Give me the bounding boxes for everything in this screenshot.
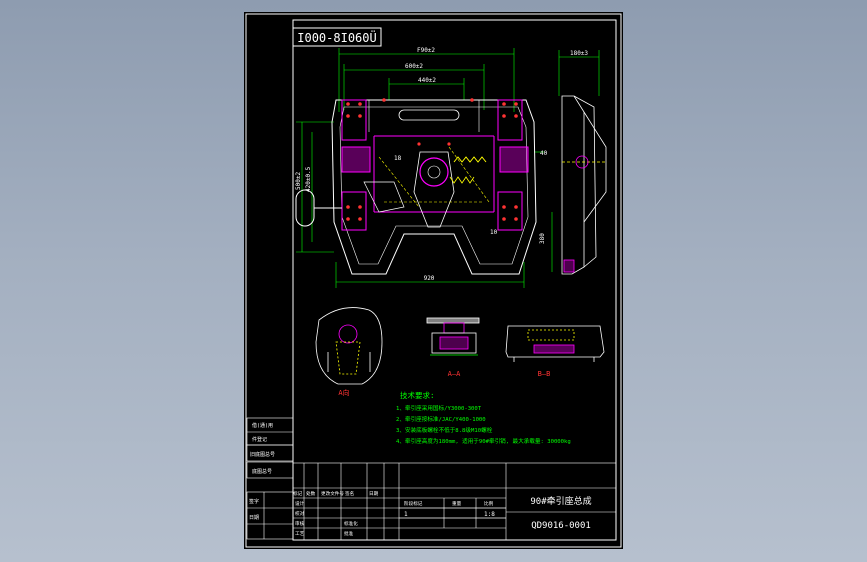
left-label: 底图总号	[252, 468, 272, 475]
drawing-sheet: I000-8I060Ü	[244, 12, 623, 549]
sign-label: 更改文件号	[321, 490, 344, 497]
scale-value: 1:8	[484, 511, 495, 518]
quantity-value: 1	[404, 511, 408, 518]
dim-side-bottom: 380	[539, 233, 546, 244]
drawing-number: QD9016-0001	[531, 521, 591, 531]
role-label: 审核	[295, 520, 305, 527]
dim-left-inner: 420±0.5	[305, 166, 312, 192]
dim-mid-small: 18	[394, 155, 402, 162]
dim-top-overall: F90±2	[417, 47, 435, 54]
sign-label: 处数	[306, 490, 316, 497]
left-label: 件登记	[252, 436, 267, 443]
code-box-text: I000-8I060Ü	[297, 29, 376, 45]
role-label: 设计	[295, 500, 305, 507]
sign-label: 签名	[345, 490, 354, 497]
dimension-lines	[296, 48, 600, 288]
role-label: 校对	[295, 510, 305, 517]
mid-header: 重量	[452, 500, 462, 507]
label-a-view: A向	[338, 388, 349, 397]
left-label: 旧底图总号	[250, 451, 275, 458]
main-plan-view: F90±2 600±2 440±2 180±3 920 18 10 40 380…	[295, 47, 600, 288]
tech-req-item: 1、牵引座采用国标/Y3000-300T	[396, 404, 482, 412]
dim-top-inner: 440±2	[418, 77, 436, 84]
tech-req-item: 4、牵引座高度为180mm, 适用于90#牵引销, 最大承载量: 30000kg	[396, 437, 571, 445]
dim-left-outer: 500±2	[295, 172, 302, 190]
code-box	[292, 27, 382, 47]
label-bb-section: B—B	[538, 370, 551, 378]
mid-header: 比例	[484, 500, 494, 507]
left-label: 日期	[249, 515, 259, 521]
bb-section	[505, 325, 605, 362]
outer-frame	[245, 13, 622, 548]
inner-frame	[292, 19, 617, 541]
sign-label: 日期	[369, 491, 379, 497]
side-view	[561, 95, 607, 275]
tech-requirements: 技术要求: 1、牵引座采用国标/Y3000-300T 2、牵引座按标准/JAC/…	[396, 390, 571, 445]
cad-drawing: I000-8I060Ü	[245, 13, 622, 548]
label-aa-section: A—A	[448, 370, 461, 378]
left-label: 签字	[249, 498, 259, 505]
dim-side-right-mid: 40	[540, 150, 548, 157]
left-label: 借(通)用	[252, 422, 273, 429]
sign-label: 标记	[293, 490, 303, 497]
drawing-name: 90#牵引座总成	[530, 495, 591, 507]
dim-top-mid: 600±2	[405, 63, 423, 70]
tech-req-item: 3、安装底板螺栓不低于8.8级M10螺栓	[396, 426, 493, 434]
dim-right-top: 180±3	[570, 50, 588, 57]
role-label: 标准化	[344, 520, 358, 527]
tech-req-item: 2、牵引座按标准/JAC/Y400-1000	[396, 415, 486, 423]
dim-bottom-overall: 920	[424, 275, 435, 282]
dim-bottom-small: 10	[490, 229, 498, 236]
aa-section	[426, 317, 480, 356]
tech-req-title: 技术要求:	[400, 390, 435, 400]
a-view	[315, 307, 383, 385]
role-label: 批准	[344, 530, 354, 537]
role-label: 工艺	[295, 531, 305, 537]
mid-header: 阶段标记	[404, 500, 423, 507]
title-block	[292, 462, 617, 541]
